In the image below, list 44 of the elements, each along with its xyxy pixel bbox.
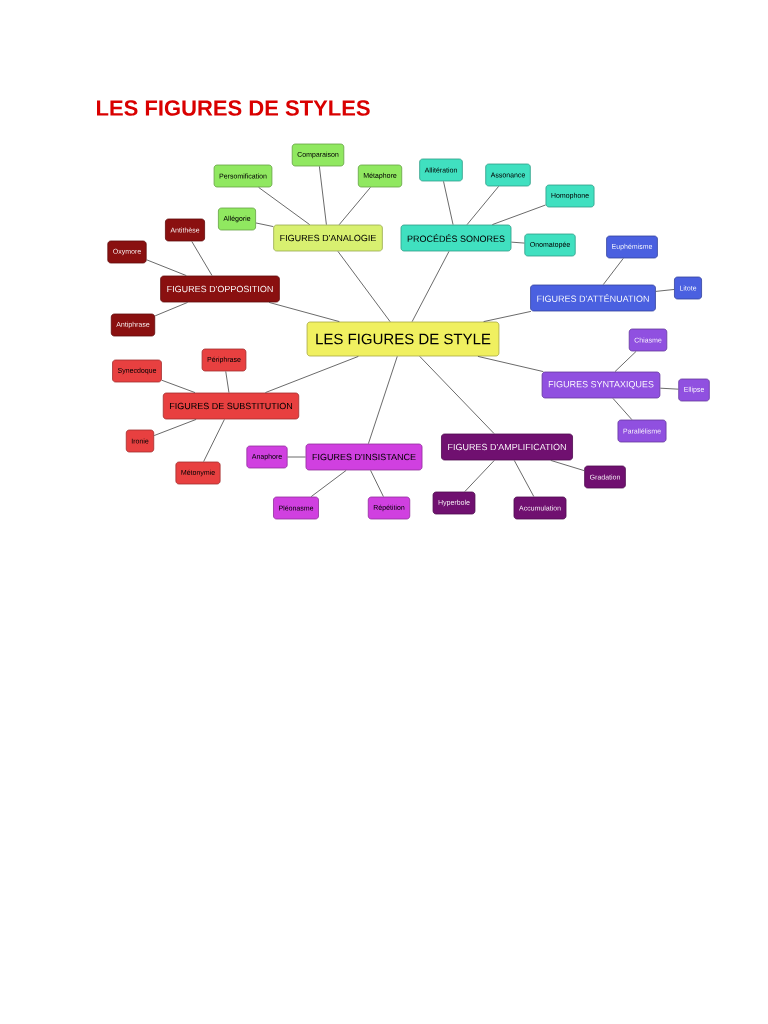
connector-line: [612, 397, 633, 421]
connector-line: [550, 459, 585, 472]
connector-line: [602, 257, 624, 286]
connector-line: [203, 418, 225, 463]
connector-line: [510, 241, 525, 244]
connector-line: [264, 355, 359, 394]
connector-line: [258, 186, 311, 226]
category-box: FIGURES D'INSISTANCE: [305, 443, 423, 471]
connector-line: [191, 240, 213, 277]
connector-line: [225, 370, 230, 394]
connector-line: [337, 250, 391, 323]
connector-line: [368, 355, 398, 445]
connector-line: [411, 250, 450, 323]
connector-line: [146, 259, 187, 277]
connector-line: [659, 387, 679, 390]
category-box: FIGURES D'OPPOSITION: [160, 275, 280, 303]
connector-line: [513, 459, 535, 498]
connector-line: [154, 301, 189, 317]
connector-line: [338, 186, 371, 226]
category-box: FIGURES D'ANALOGIE: [273, 224, 383, 252]
connector-line: [310, 469, 347, 498]
category-box: FIGURES SYNTAXIQUES: [541, 371, 661, 399]
connector-line: [477, 355, 544, 373]
connector-line: [287, 456, 306, 458]
category-box: PROCÉDÉS SONORES: [400, 224, 512, 252]
connector-line: [370, 469, 384, 498]
connector-line: [153, 418, 197, 436]
category-box: FIGURES D'AMPLIFICATION: [441, 433, 573, 461]
central-topic-box: LES FIGURES DE STYLE: [306, 321, 500, 357]
connector-line: [491, 204, 546, 226]
connector-line: [443, 180, 454, 226]
connector-line: [268, 301, 340, 323]
connector-line: [483, 310, 532, 323]
connector-line: [614, 350, 637, 373]
connector-line: [655, 289, 675, 292]
category-box: FIGURES D'ATTÉNUATION: [530, 284, 656, 312]
connector-line: [419, 355, 495, 435]
title: LES FIGURES DE STYLES: [97, 100, 370, 116]
connector-line: [466, 185, 500, 226]
connector-line: [255, 222, 274, 227]
connector-line: [318, 165, 327, 226]
connector-line: [161, 379, 196, 394]
category-box: FIGURES DE SUBSTITUTION: [162, 392, 300, 420]
connector-line: [464, 459, 495, 493]
